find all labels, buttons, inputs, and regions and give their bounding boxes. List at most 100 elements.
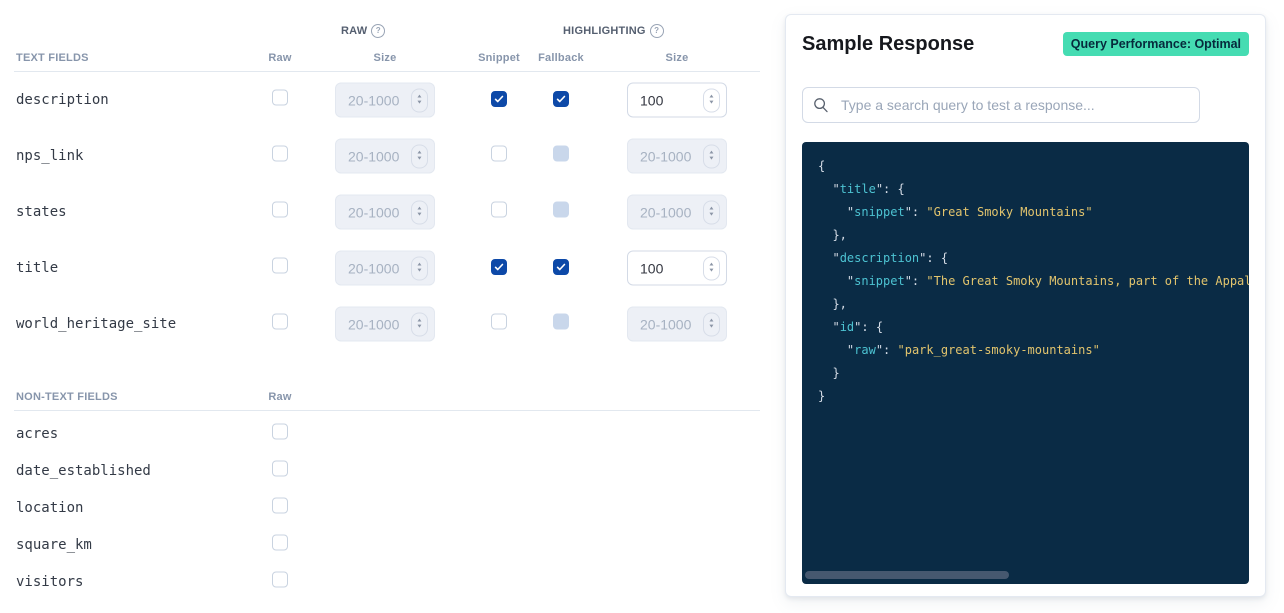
text-field-row: states 20-1000 ▲▼ 20-1000 ▲▼ xyxy=(0,184,760,240)
non-text-field-row: acres xyxy=(0,415,760,452)
sample-response-card: Sample Response Query Performance: Optim… xyxy=(785,14,1266,597)
number-stepper[interactable]: ▲▼ xyxy=(703,256,720,280)
raw-checkbox[interactable] xyxy=(272,257,288,274)
help-icon[interactable]: ? xyxy=(371,24,386,38)
step-down-icon: ▼ xyxy=(708,99,715,106)
column-header-highlight-size: Size xyxy=(665,52,689,64)
fallback-checkbox[interactable] xyxy=(553,91,569,107)
search-icon xyxy=(813,97,829,113)
raw-checkbox[interactable] xyxy=(272,497,288,513)
column-header-text-fields: TEXT FIELDS xyxy=(16,52,89,64)
snippet-checkbox[interactable] xyxy=(491,91,507,107)
raw-size-input: 20-1000 ▲▼ xyxy=(335,138,435,174)
field-name: acres xyxy=(16,425,59,442)
size-value: 100 xyxy=(640,92,664,108)
number-stepper: ▲▼ xyxy=(411,312,428,336)
highlight-size-input: 20-1000 ▲▼ xyxy=(627,306,727,342)
step-down-icon: ▼ xyxy=(708,267,715,274)
fallback-checkbox xyxy=(553,145,569,162)
snippet-checkbox[interactable] xyxy=(491,145,507,162)
highlight-size-input: 20-1000 ▲▼ xyxy=(627,194,727,230)
divider xyxy=(14,71,760,72)
column-header-non-text-raw: Raw xyxy=(268,391,292,403)
field-name: square_km xyxy=(16,536,92,553)
step-up-icon: ▲ xyxy=(708,93,715,100)
non-text-field-row: location xyxy=(0,489,760,526)
highlighting-group-header: HIGHLIGHTING ? xyxy=(563,24,664,38)
raw-group-label: RAW xyxy=(341,25,368,37)
step-down-icon: ▼ xyxy=(708,323,715,330)
fallback-checkbox xyxy=(553,313,569,330)
column-header-non-text-fields: NON-TEXT FIELDS xyxy=(16,391,118,403)
raw-checkbox[interactable] xyxy=(272,201,288,218)
size-placeholder: 20-1000 xyxy=(348,92,400,108)
number-stepper[interactable]: ▲▼ xyxy=(703,88,720,112)
fallback-checkbox xyxy=(553,201,569,218)
highlight-size-input[interactable]: 100 ▲▼ xyxy=(627,82,727,118)
step-down-icon: ▼ xyxy=(416,99,423,106)
raw-checkbox[interactable] xyxy=(272,145,288,162)
size-placeholder: 20-1000 xyxy=(640,204,692,220)
raw-size-input: 20-1000 ▲▼ xyxy=(335,194,435,230)
highlight-size-input[interactable]: 100 ▲▼ xyxy=(627,250,727,286)
column-header-raw: Raw xyxy=(268,52,292,64)
step-down-icon: ▼ xyxy=(416,323,423,330)
snippet-checkbox[interactable] xyxy=(491,313,507,330)
non-text-field-row: visitors xyxy=(0,563,760,600)
fallback-checkbox[interactable] xyxy=(553,259,569,275)
raw-size-input: 20-1000 ▲▼ xyxy=(335,250,435,286)
divider xyxy=(14,410,760,411)
field-name: location xyxy=(16,499,84,516)
sample-response-code-block: { "title": { "snippet": "Great Smoky Mou… xyxy=(802,142,1249,584)
size-placeholder: 20-1000 xyxy=(348,260,400,276)
result-settings-fields-panel: RAW ? HIGHLIGHTING ? TEXT FIELDS Raw Siz… xyxy=(0,24,760,600)
field-name: nps_link xyxy=(16,148,84,164)
horizontal-scrollbar-thumb[interactable] xyxy=(805,571,1009,579)
snippet-checkbox[interactable] xyxy=(491,259,507,275)
number-stepper: ▲▼ xyxy=(703,312,720,336)
raw-checkbox[interactable] xyxy=(272,571,288,587)
column-header-fallback: Fallback xyxy=(538,52,584,64)
size-value: 100 xyxy=(640,260,664,276)
raw-checkbox[interactable] xyxy=(272,534,288,550)
number-stepper: ▲▼ xyxy=(411,256,428,280)
sample-response-title: Sample Response xyxy=(802,32,975,55)
size-placeholder: 20-1000 xyxy=(348,204,400,220)
field-name: states xyxy=(16,204,67,220)
raw-size-input: 20-1000 ▲▼ xyxy=(335,306,435,342)
step-down-icon: ▼ xyxy=(708,155,715,162)
number-stepper: ▲▼ xyxy=(411,200,428,224)
step-down-icon: ▼ xyxy=(416,267,423,274)
field-name: title xyxy=(16,260,59,276)
search-box xyxy=(802,87,1200,123)
number-stepper: ▲▼ xyxy=(411,88,428,112)
snippet-checkbox[interactable] xyxy=(491,201,507,218)
field-name: date_established xyxy=(16,462,151,479)
non-text-field-row: square_km xyxy=(0,526,760,563)
raw-checkbox[interactable] xyxy=(272,460,288,476)
number-stepper: ▲▼ xyxy=(411,144,428,168)
size-placeholder: 20-1000 xyxy=(640,316,692,332)
step-up-icon: ▲ xyxy=(708,261,715,268)
json-response: { "title": { "snippet": "Great Smoky Mou… xyxy=(818,159,1249,403)
field-name: description xyxy=(16,92,109,108)
size-placeholder: 20-1000 xyxy=(348,148,400,164)
step-up-icon: ▲ xyxy=(416,149,423,156)
raw-checkbox[interactable] xyxy=(272,313,288,330)
search-query-input[interactable] xyxy=(802,87,1200,123)
step-down-icon: ▼ xyxy=(416,155,423,162)
column-header-snippet: Snippet xyxy=(478,52,520,64)
size-placeholder: 20-1000 xyxy=(640,148,692,164)
query-performance-badge: Query Performance: Optimal xyxy=(1062,32,1249,56)
raw-checkbox[interactable] xyxy=(272,89,288,106)
step-up-icon: ▲ xyxy=(708,205,715,212)
size-placeholder: 20-1000 xyxy=(348,316,400,332)
step-down-icon: ▼ xyxy=(708,211,715,218)
raw-checkbox[interactable] xyxy=(272,423,288,439)
help-icon[interactable]: ? xyxy=(649,24,664,38)
